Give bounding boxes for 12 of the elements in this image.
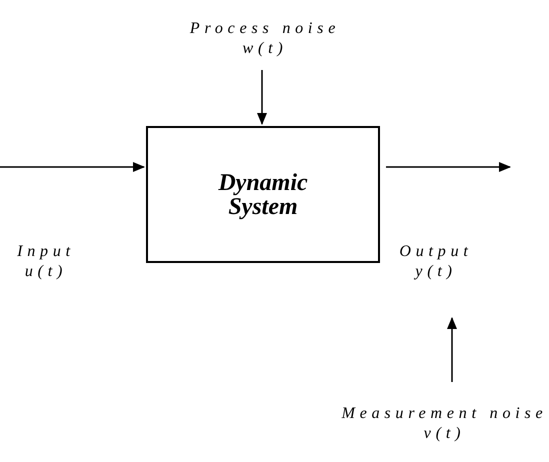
- noise-text: v(t): [424, 424, 466, 444]
- edge-label: Output y(t): [398, 242, 474, 282]
- noise-text: Process noise: [190, 19, 340, 39]
- arrow: [386, 162, 511, 172]
- arrow: [447, 317, 457, 382]
- system-box: [146, 126, 380, 263]
- system-title: Dynamic System: [217, 170, 309, 218]
- edge-label: Input u(t): [16, 242, 76, 282]
- noise-text: Measurement noise: [342, 404, 548, 424]
- noise-text: w(t): [242, 39, 288, 59]
- arrow: [257, 70, 267, 125]
- arrow: [0, 162, 145, 172]
